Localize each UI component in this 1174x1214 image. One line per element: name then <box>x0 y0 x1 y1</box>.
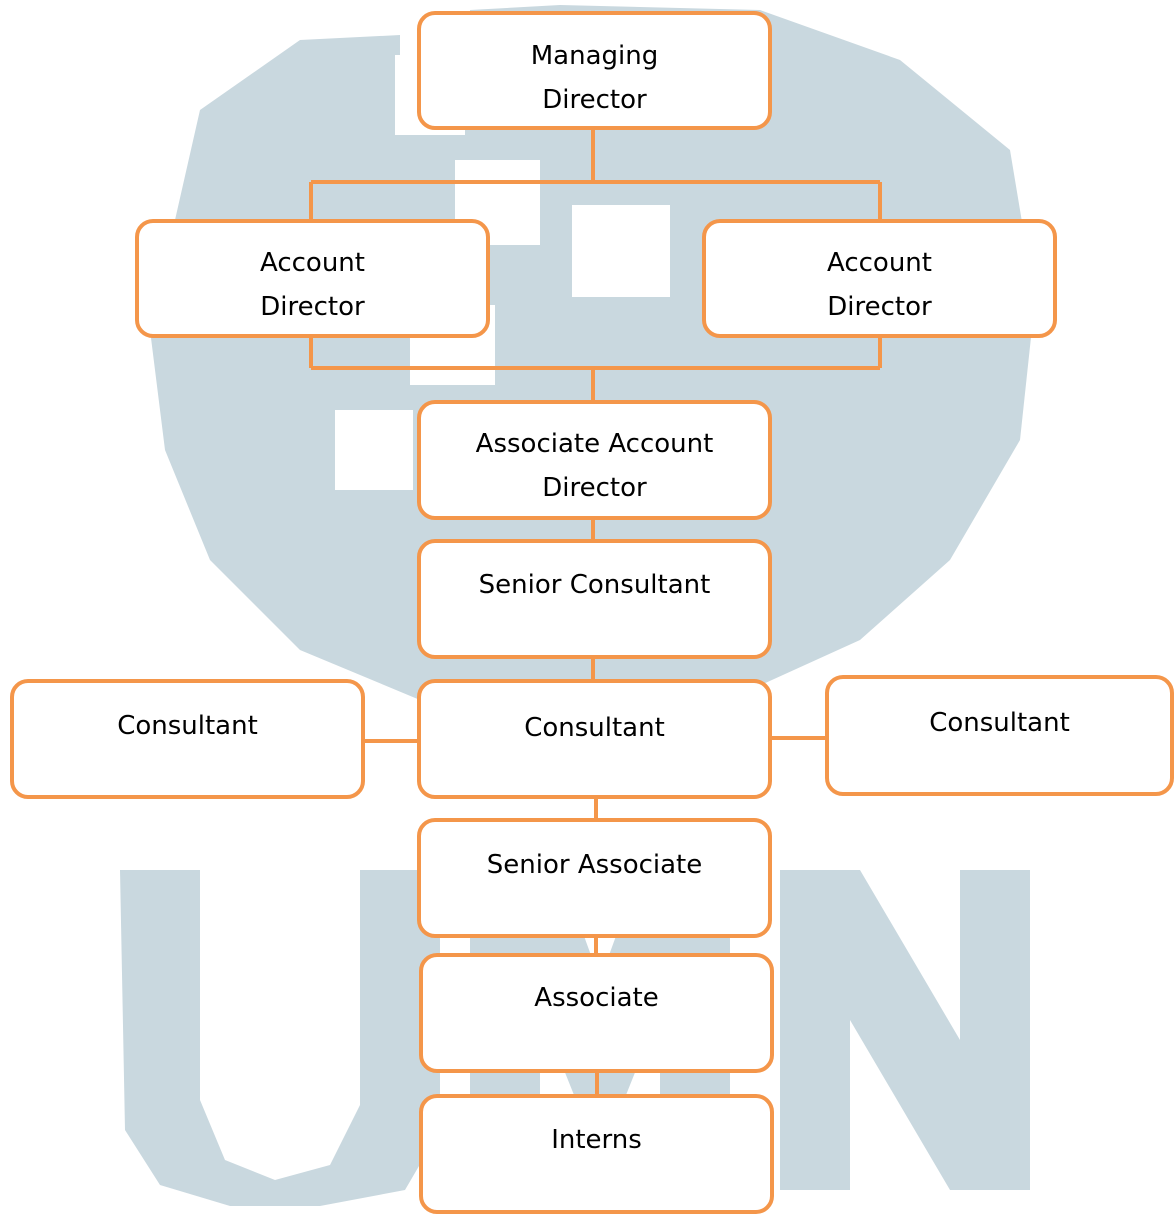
node-label: Consultant <box>117 711 258 741</box>
node-consultant-right: Consultant <box>825 675 1174 796</box>
node-senior-associate: Senior Associate <box>417 818 772 938</box>
node-label: Director <box>542 85 647 115</box>
node-label: Account <box>827 248 932 278</box>
node-label: Senior Consultant <box>478 570 711 600</box>
node-label: Director <box>260 292 365 322</box>
node-label: Consultant <box>929 708 1070 738</box>
node-label: Senior Associate <box>486 850 703 880</box>
node-label: Account <box>260 248 365 278</box>
node-consultant-left: Consultant <box>10 679 365 799</box>
node-consultant-center: Consultant <box>417 679 772 799</box>
node-interns: Interns <box>419 1094 774 1214</box>
node-account-director-left: Account Director <box>135 219 490 338</box>
node-account-director-right: Account Director <box>702 219 1057 338</box>
watermark-square <box>572 205 670 297</box>
node-label: Director <box>542 473 647 503</box>
node-label: Interns <box>551 1125 642 1155</box>
node-managing-director: Managing Director <box>417 11 772 130</box>
watermark-square <box>335 410 413 490</box>
node-label: Consultant <box>524 713 665 743</box>
node-associate: Associate <box>419 953 774 1073</box>
watermark-letter-u <box>120 870 440 1206</box>
watermark-letter-n <box>780 870 1030 1190</box>
node-senior-consultant: Senior Consultant <box>417 539 772 659</box>
node-label: Director <box>827 292 932 322</box>
node-label: Associate Account <box>475 429 714 459</box>
node-associate-account-director: Associate Account Director <box>417 400 772 520</box>
node-label: Managing <box>530 41 659 71</box>
node-label: Associate <box>534 983 659 1013</box>
